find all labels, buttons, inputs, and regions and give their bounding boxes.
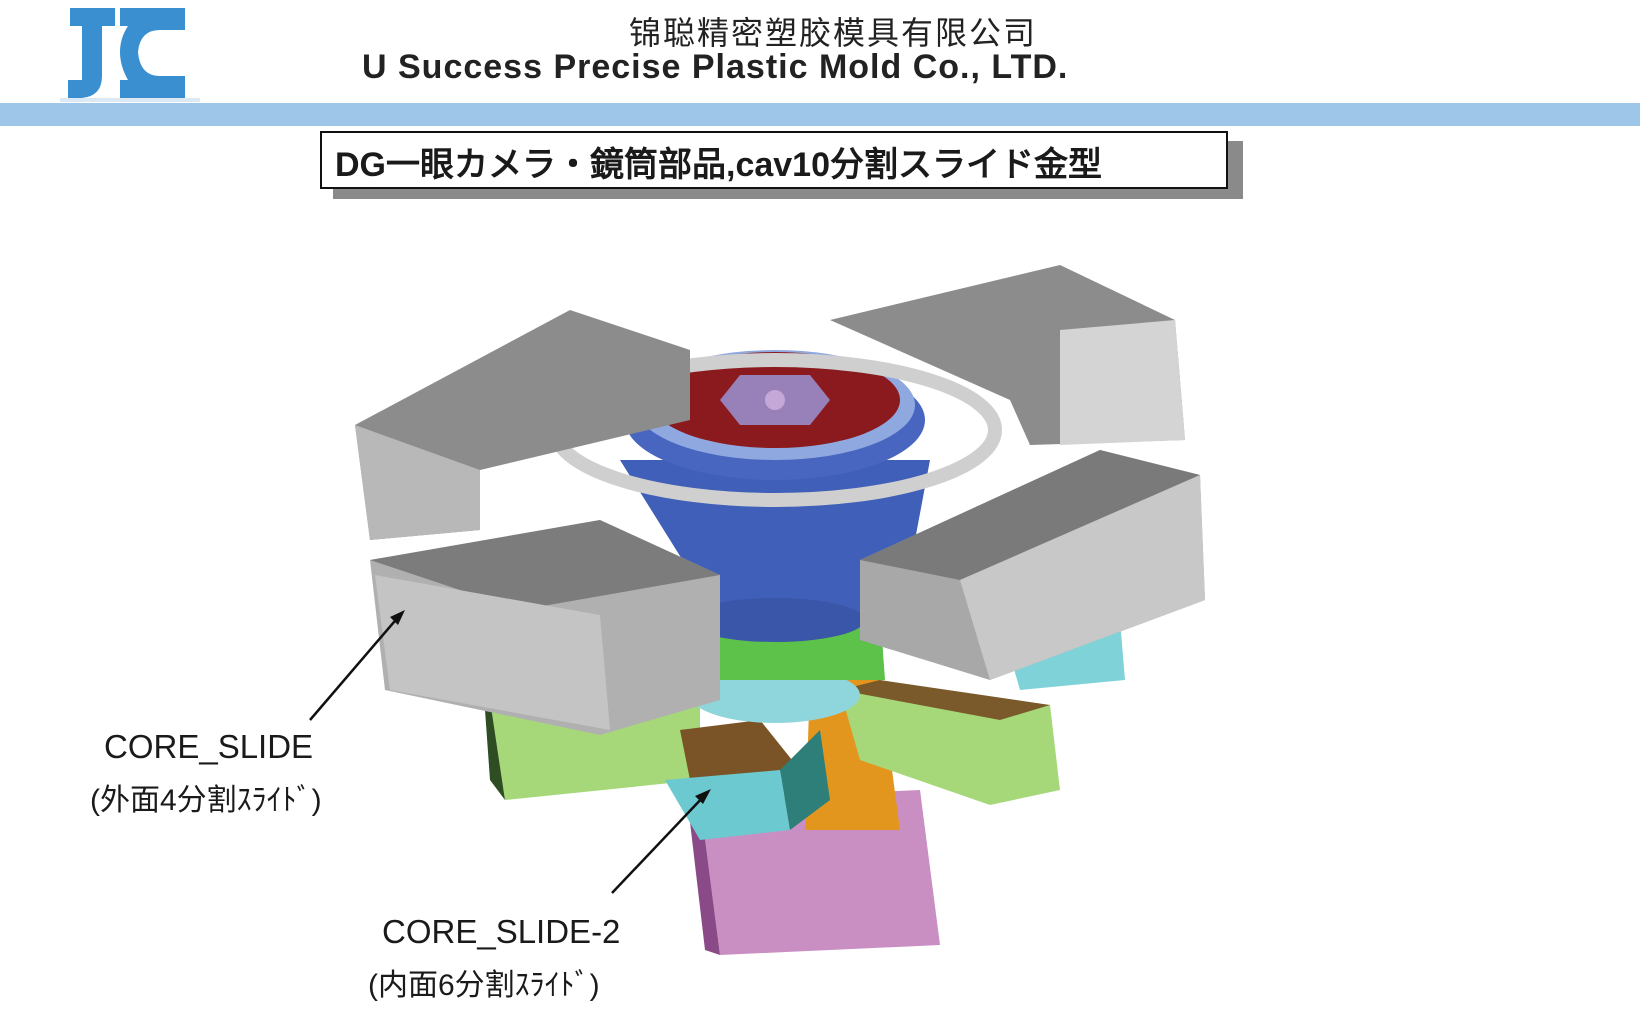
callout-core-slide-2-label: CORE_SLIDE-2 <box>382 913 621 950</box>
slide-title: DG一眼カメラ・鏡筒部品,cav10分割スライド金型 <box>335 146 1102 184</box>
company-logo <box>60 8 200 102</box>
company-name-cn: 锦聪精密塑胶模具有限公司 <box>628 14 1037 52</box>
header-band <box>0 103 1640 126</box>
title-box <box>320 131 1228 189</box>
callout-core-slide-label: CORE_SLIDE <box>104 728 314 765</box>
callout-core-slide-2-note: (内面6分割ｽﾗｲﾄﾞ) <box>368 969 600 1002</box>
callout-core-slide-note: (外面4分割ｽﾗｲﾄﾞ) <box>90 784 322 817</box>
company-name-en: U Success Precise Plastic Mold Co., LTD. <box>362 48 1069 86</box>
